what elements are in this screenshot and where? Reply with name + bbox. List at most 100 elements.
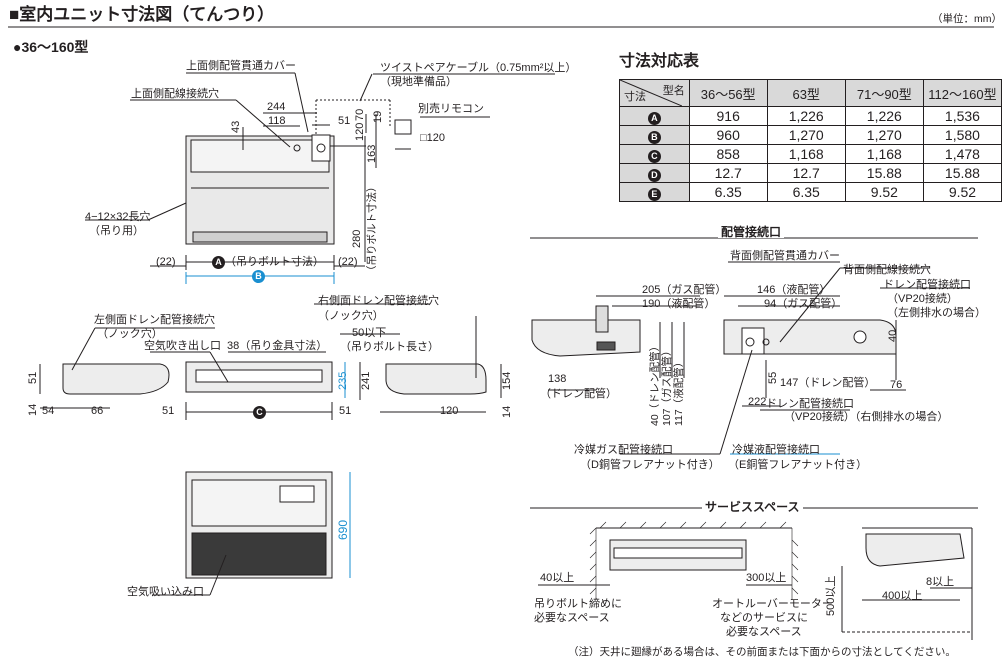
cell: 960 [688, 125, 768, 145]
dim-241: 241 [360, 371, 372, 390]
dim-51: 51 [338, 115, 351, 127]
back-cover-label: 背面側配管貫通カバー [730, 250, 840, 262]
row-key: B [619, 125, 690, 145]
cell: 12.7 [688, 163, 768, 183]
page-title: ■室内ユニット寸法図（てんつり） [9, 5, 275, 24]
dim-163: 163 [366, 144, 378, 163]
dim-138: 138 [548, 373, 567, 385]
footnote: （注）天井に廻縁がある場合は、その前面または下面からの寸法としてください。 [568, 646, 956, 658]
field-supply-label: （現地準備品） [380, 76, 457, 88]
dim-94: 94（ガス配管） [764, 298, 843, 310]
row-key: E [619, 182, 690, 202]
right-drain-label: 右側面ドレン配管接続穴 [318, 295, 439, 307]
outlet-label: 空気吹き出し口 [144, 340, 221, 352]
cell: 1,270 [766, 125, 846, 145]
dim-8: 8以上 [926, 576, 955, 588]
cell: 858 [688, 144, 768, 164]
dim-280: 280 [351, 229, 363, 248]
row-key: D [619, 163, 690, 183]
slot-use-label: （吊り用） [89, 225, 144, 237]
dim-43: 43 [230, 120, 242, 133]
col-header: 112～160型 [922, 79, 1002, 107]
dim-235: 235 [337, 371, 349, 390]
bolt-space-label2: 必要なスペース [534, 612, 610, 624]
dim-50: 50以下 [352, 327, 387, 339]
dim-14-left: 14 [27, 403, 39, 416]
dim-19: 19 [372, 110, 384, 123]
dim-120: 120 [354, 122, 366, 141]
cell: 6.35 [766, 182, 846, 202]
table-title: 寸法対応表 [619, 53, 700, 70]
cell: 1,168 [766, 144, 846, 164]
cell: 6.35 [688, 182, 768, 202]
dim-500: 500以上 [825, 575, 837, 616]
key-circle-icon: C [647, 149, 661, 163]
row-key: C [619, 144, 690, 164]
drain-port2-label: ドレン配管接続口 [766, 398, 854, 410]
right-knock-label: （ノック穴） [318, 310, 384, 322]
slot-label: 4−12×32長穴 [85, 211, 151, 223]
twisted-pair-label: ツイストペアケーブル（0.75mm²以上） [380, 62, 577, 74]
gas-port-label: 冷媒ガス配管接続口 [574, 444, 673, 456]
dim-70: 70 [354, 108, 366, 121]
dim-147: 147（ドレン配管） [780, 377, 876, 389]
dim-40-pipe: 40 [887, 329, 899, 342]
col-header: 71～90型 [844, 79, 924, 107]
dim-55: 55 [767, 371, 779, 384]
cell: 916 [688, 106, 768, 126]
c-dim-label: C [253, 406, 266, 419]
col-header: 36～56型 [688, 79, 768, 107]
table-corner-diagonal [620, 80, 682, 106]
dim-22-right: (22) [338, 256, 358, 268]
dim-146: 146（液配管） [757, 284, 831, 296]
top-hole-cover-label: 上面側配管貫通カバー [186, 60, 296, 72]
cell: 1,226 [766, 106, 846, 126]
dim-107: 107（ガス配管） [661, 345, 673, 426]
bolt-dim-label: （吊りボルト寸法） [366, 181, 378, 277]
cell: 1,270 [844, 125, 924, 145]
unit-note: （単位：mm） [932, 13, 1002, 25]
vp20-right-label: （VP20接続）（右側排水の場合） [784, 411, 949, 423]
left-drain-case: （左側排水の場合） [887, 307, 986, 319]
louver-label: オートルーバーモーター [712, 598, 833, 610]
a-circle-icon: A [212, 256, 225, 269]
b-dim-label: B [252, 270, 265, 283]
key-circle-icon: E [647, 187, 661, 201]
liq-port-label: 冷媒液配管接続口 [732, 444, 820, 456]
dim-66: 66 [91, 405, 104, 417]
dim-120-side: 120 [440, 405, 459, 417]
piping-title: 配管接続口 [718, 226, 785, 238]
dim-22-left: (22) [156, 256, 176, 268]
key-circle-icon: A [647, 111, 661, 125]
dim-14-right: 14 [501, 405, 513, 418]
bolt-space-label: 吊りボルト締めに [534, 598, 622, 610]
a-dim-label: A（吊りボルト寸法） [212, 256, 324, 269]
dim-690: 690 [336, 519, 350, 540]
cell: 1,478 [922, 144, 1002, 164]
a-dim-text: （吊りボルト寸法） [225, 256, 324, 268]
dim-51-vert: 51 [27, 371, 39, 384]
dim-222: 222 [748, 396, 767, 408]
drain-pipe-label: （ドレン配管） [540, 388, 617, 400]
back-wiring-label: 背面側配線接続穴 [843, 264, 931, 276]
top-wiring-hole-label: 上面側配線接続穴 [131, 88, 219, 100]
left-knock-label: （ノック穴） [97, 328, 163, 340]
intake-label: 空気吸い込み口 [127, 586, 204, 598]
b-circle-icon: B [252, 270, 265, 283]
dim-300: 300以上 [746, 572, 787, 584]
left-drain-label: 左側面ドレン配管接続穴 [94, 314, 215, 326]
vp20-label: （VP20接続） [887, 293, 958, 305]
dim-51-left: 51 [162, 405, 175, 417]
dim-154: 154 [501, 371, 513, 390]
col-header: 63型 [766, 79, 846, 107]
louver-label2: などのサービスに [720, 612, 808, 624]
cell: 1,536 [922, 106, 1002, 126]
service-title: サービススペース [702, 501, 803, 513]
cell: 1,580 [922, 125, 1002, 145]
cell: 1,226 [844, 106, 924, 126]
